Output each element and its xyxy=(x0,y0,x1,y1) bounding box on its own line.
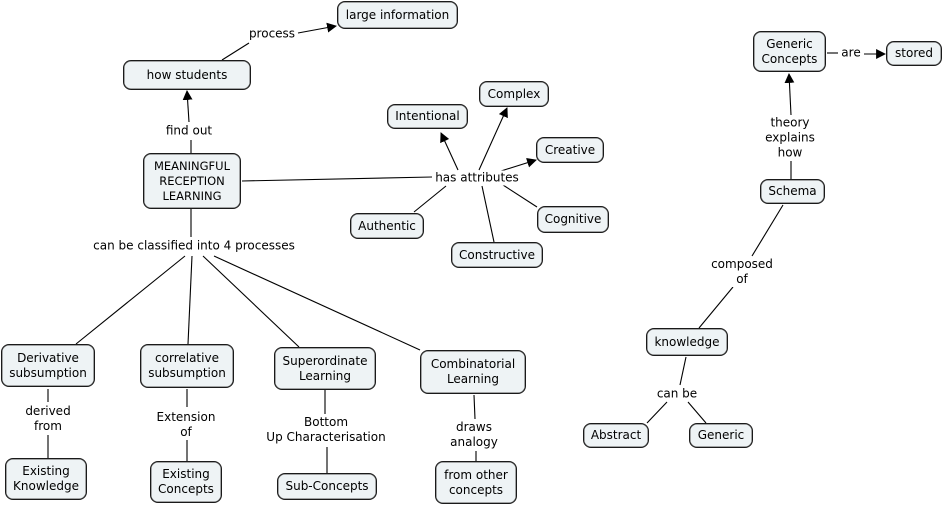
concept-cognitive[interactable]: Cognitive xyxy=(537,206,609,233)
concept-large-information[interactable]: large information xyxy=(337,1,458,29)
link-label-theory-explains-how: theory explains how xyxy=(763,115,817,161)
concept-superordinate-learning[interactable]: Superordinate Learning xyxy=(274,347,376,390)
link-line xyxy=(182,90,193,123)
link-line xyxy=(687,401,707,424)
link-line xyxy=(297,22,337,34)
link-line xyxy=(679,356,687,386)
concept-combinatorial-learning[interactable]: Combinatorial Learning xyxy=(420,350,526,394)
link-line xyxy=(698,286,734,329)
link-label-are: are xyxy=(839,45,863,61)
link-line xyxy=(440,132,459,171)
concept-sub-concepts[interactable]: Sub-Concepts xyxy=(277,473,377,500)
concept-authentic[interactable]: Authentic xyxy=(350,213,424,239)
link-line xyxy=(75,255,186,345)
link-line xyxy=(473,394,476,420)
concept-schema[interactable]: Schema xyxy=(760,179,825,204)
concept-knowledge[interactable]: knowledge xyxy=(646,328,728,356)
link-line xyxy=(784,73,795,116)
link-label-classified: can be classified into 4 processes xyxy=(91,238,297,254)
link-line xyxy=(646,401,668,424)
link-label-has-attributes: has attributes xyxy=(433,170,521,186)
link-line xyxy=(478,107,508,171)
link-label-process: process xyxy=(246,26,298,42)
concept-derivative-subsumption[interactable]: Derivative subsumption xyxy=(1,344,95,387)
concept-abstract[interactable]: Abstract xyxy=(583,423,649,448)
link-label-composed-of: composed of xyxy=(709,257,775,287)
concept-intentional[interactable]: Intentional xyxy=(387,104,468,129)
link-line xyxy=(413,185,447,213)
concept-correlative-subsumption[interactable]: correlative subsumption xyxy=(140,344,234,388)
link-line xyxy=(221,42,250,61)
link-label-draws-analogy: draws analogy xyxy=(448,420,500,450)
concept-how-students[interactable]: how students xyxy=(123,60,251,90)
concept-existing-knowledge[interactable]: Existing Knowledge xyxy=(5,458,87,500)
concept-creative[interactable]: Creative xyxy=(536,137,604,163)
link-line xyxy=(500,157,537,172)
concept-meaningful-reception-learning[interactable]: MEANINGFUL RECEPTION LEARNING xyxy=(143,153,241,209)
link-label-can-be: can be xyxy=(654,386,700,402)
link-label-derived-from: derived from xyxy=(23,404,73,434)
link-line xyxy=(202,255,300,348)
concept-from-other-concepts[interactable]: from other concepts xyxy=(435,461,517,504)
link-label-find-out: find out xyxy=(163,123,215,139)
link-line xyxy=(751,204,784,257)
concept-existing-concepts[interactable]: Existing Concepts xyxy=(150,461,222,503)
concept-generic-concepts[interactable]: Generic Concepts xyxy=(753,31,826,72)
link-label-bottom-up: Bottom Up Characterisation xyxy=(264,415,388,445)
concept-stored[interactable]: stored xyxy=(886,41,942,66)
link-line xyxy=(502,184,538,208)
link-line xyxy=(241,176,433,182)
concept-constructive[interactable]: Constructive xyxy=(451,242,543,268)
link-line xyxy=(187,255,193,345)
concept-complex[interactable]: Complex xyxy=(479,81,549,107)
link-label-extension-of: Extension of xyxy=(154,410,218,440)
concept-generic[interactable]: Generic xyxy=(689,423,753,448)
link-line xyxy=(213,255,421,351)
link-line xyxy=(481,185,495,243)
